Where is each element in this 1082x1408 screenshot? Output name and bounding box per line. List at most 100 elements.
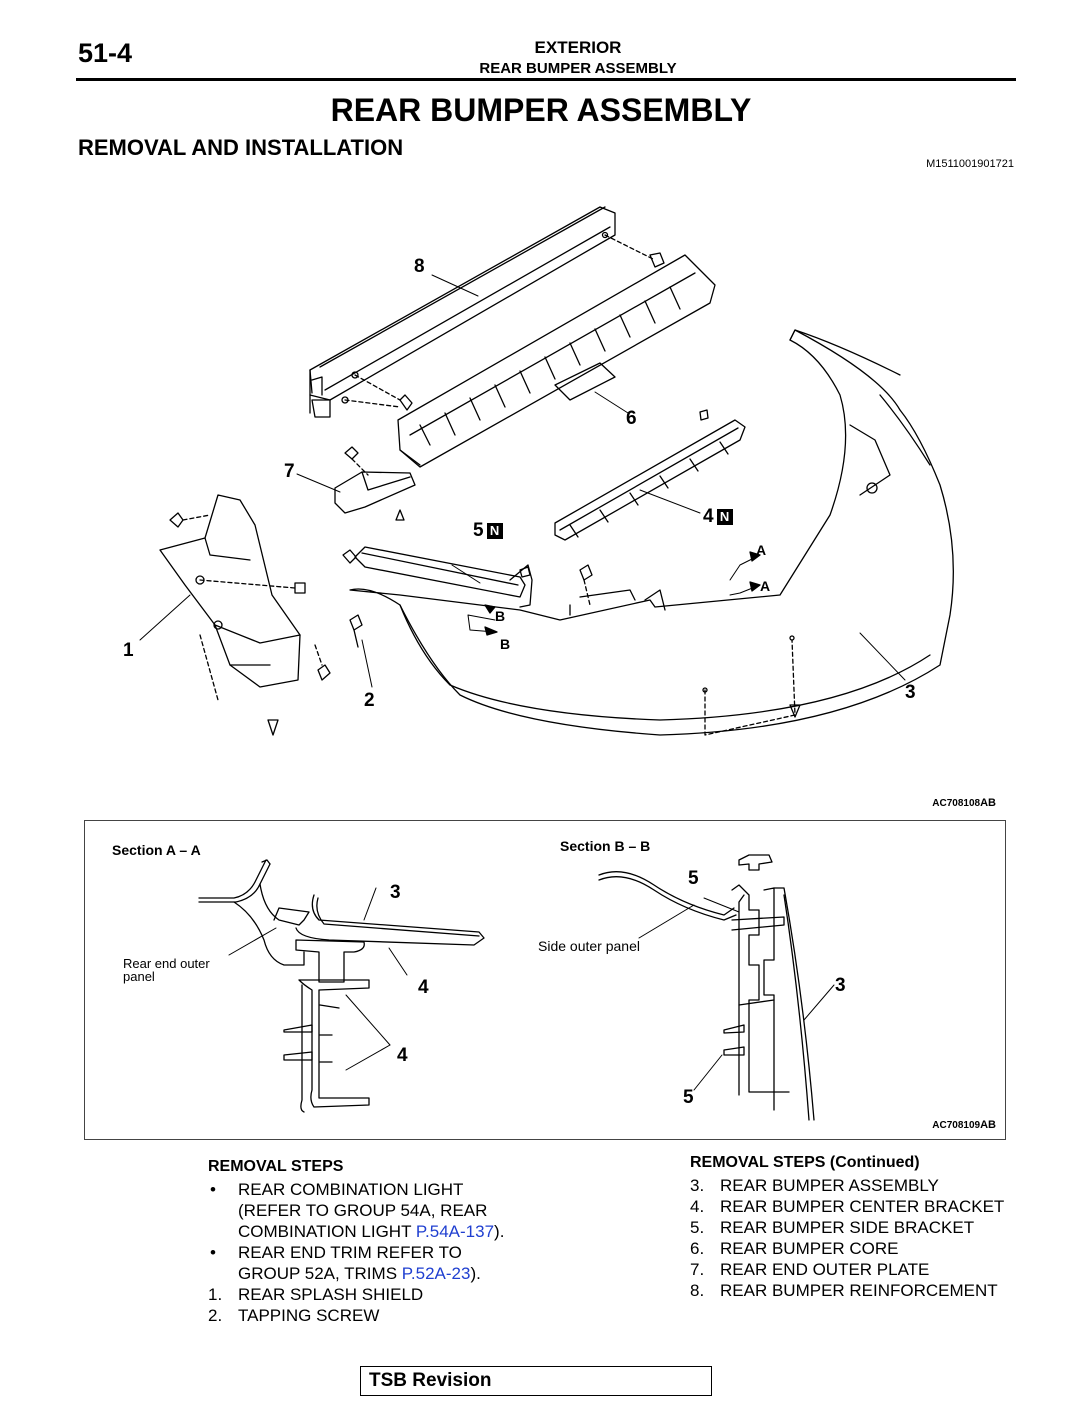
callout-3: 3 [905, 682, 916, 703]
figure2-id-main: AC708109 [932, 1120, 981, 1131]
callout-4-number: 4 [703, 506, 714, 527]
step-text: REAR END TRIM REFER TO GROUP 52A, TRIMS … [238, 1242, 481, 1284]
section-views-diagram [198, 854, 835, 1121]
center-bracket-part [554, 409, 746, 541]
section-a-callout-4-upper: 4 [418, 977, 429, 998]
section-a-callout-4-lower: 4 [397, 1045, 408, 1066]
tsb-revision-box: TSB Revision [360, 1366, 712, 1396]
section-views-box [84, 820, 1006, 1140]
callout-5-number: 5 [473, 520, 484, 541]
figure1-id-main: AC708108 [932, 798, 981, 809]
section-b-drawing [598, 854, 815, 1121]
reference-link[interactable]: P.52A-23 [401, 1264, 471, 1283]
section-a-callout-3: 3 [390, 882, 401, 903]
section-marker-a-upper: A [756, 542, 767, 558]
step-line: GROUP 52A, TRIMS P.52A-23). [238, 1263, 481, 1284]
step-line-tail: ). [470, 1264, 481, 1283]
callout-7: 7 [284, 461, 295, 482]
section-marker-a-lower: A [760, 578, 771, 594]
header-group: EXTERIOR [534, 38, 622, 57]
callout-2: 2 [364, 690, 375, 711]
tapping-screw-part [349, 614, 363, 648]
side-bracket-part [342, 546, 533, 608]
rear-end-outer-panel-line2: panel [123, 969, 155, 984]
removal-step-item: 3. REAR BUMPER ASSEMBLY [690, 1175, 1050, 1196]
step-text: REAR BUMPER CENTER BRACKET [720, 1197, 1005, 1216]
step-marker: 1. [208, 1285, 223, 1304]
reference-link[interactable]: P.54A-137 [415, 1222, 495, 1241]
removal-step-item: 4. REAR BUMPER CENTER BRACKET [690, 1196, 1050, 1217]
step-text: REAR SPLASH SHIELD [238, 1285, 424, 1304]
callout-8: 8 [414, 256, 425, 277]
step-line: COMBINATION LIGHT P.54A-137). [238, 1221, 504, 1242]
page-title: REAR BUMPER ASSEMBLY [330, 92, 752, 128]
figure1-id: AC708108AB [880, 797, 996, 809]
callout-1: 1 [123, 640, 134, 661]
new-part-badge: N [486, 522, 503, 539]
page-number: 51-4 [78, 38, 133, 68]
step-line: REAR COMBINATION LIGHT [238, 1180, 464, 1199]
removal-step-item: 7. REAR END OUTER PLATE [690, 1259, 1050, 1280]
side-outer-panel-label: Side outer panel [538, 938, 640, 954]
step-text: REAR BUMPER ASSEMBLY [720, 1176, 939, 1195]
step-text: REAR BUMPER SIDE BRACKET [720, 1218, 975, 1237]
step-marker: 3. [690, 1176, 705, 1195]
page-subtitle: REMOVAL AND INSTALLATION [78, 135, 404, 160]
new-part-badge: N [716, 508, 733, 525]
removal-step-item: • REAR COMBINATION LIGHT (REFER TO GROUP… [208, 1179, 548, 1242]
document-id: M1511001901721 [926, 158, 1014, 170]
step-marker: • [210, 1243, 216, 1262]
section-a-title: Section A – A [112, 842, 201, 858]
header-rule [76, 78, 1016, 81]
step-marker: 2. [208, 1306, 223, 1325]
step-text: TAPPING SCREW [238, 1306, 380, 1325]
step-marker: 7. [690, 1260, 705, 1279]
removal-steps-list: REMOVAL STEPS • REAR COMBINATION LIGHT (… [208, 1156, 548, 1326]
figure2-id: AC708109AB [880, 1119, 996, 1131]
reinforcement-part [309, 206, 665, 418]
step-line: REAR END TRIM REFER TO [238, 1243, 462, 1262]
step-line-text: COMBINATION LIGHT [238, 1222, 416, 1241]
section-marker-b-upper: B [495, 608, 506, 624]
step-line-tail: ). [494, 1222, 505, 1241]
section-b-callout-5-lower: 5 [683, 1087, 694, 1108]
exploded-view-diagram [139, 206, 954, 736]
step-line: (REFER TO GROUP 54A, REAR [238, 1201, 488, 1220]
step-marker: 5. [690, 1218, 705, 1237]
removal-step-item: 5. REAR BUMPER SIDE BRACKET [690, 1217, 1050, 1238]
section-b-title: Section B – B [560, 838, 651, 854]
section-a-drawing [198, 859, 485, 1113]
step-text: REAR BUMPER REINFORCEMENT [720, 1281, 998, 1300]
section-b-callout-3: 3 [835, 975, 846, 996]
step-text: REAR COMBINATION LIGHT (REFER TO GROUP 5… [238, 1179, 504, 1242]
step-line-text: GROUP 52A, TRIMS [238, 1264, 402, 1283]
removal-step-item: 6. REAR BUMPER CORE [690, 1238, 1050, 1259]
step-marker: 8. [690, 1281, 705, 1300]
removal-step-item: 2. TAPPING SCREW [208, 1305, 548, 1326]
removal-step-item: • REAR END TRIM REFER TO GROUP 52A, TRIM… [208, 1242, 548, 1284]
removal-steps-continued-list: REMOVAL STEPS (Continued) 3. REAR BUMPER … [690, 1152, 1050, 1301]
step-marker: 6. [690, 1239, 705, 1258]
callout-6: 6 [626, 408, 637, 429]
step-marker: • [210, 1180, 216, 1199]
step-text: REAR END OUTER PLATE [720, 1260, 930, 1279]
section-b-callout-5-upper: 5 [688, 868, 699, 889]
step-marker: 4. [690, 1197, 705, 1216]
figure2-id-suffix: AB [980, 1119, 996, 1131]
splash-shield-part [159, 494, 331, 736]
removal-step-item: 1. REAR SPLASH SHIELD [208, 1284, 548, 1305]
header-section: REAR BUMPER ASSEMBLY [479, 60, 677, 77]
figure1-id-suffix: AB [980, 797, 996, 809]
bumper-cover-part [349, 329, 954, 736]
section-marker-b-lower: B [500, 636, 511, 652]
removal-step-item: 8. REAR BUMPER REINFORCEMENT [690, 1280, 1050, 1301]
removal-steps-heading: REMOVAL STEPS [208, 1158, 344, 1175]
rear-end-outer-panel-label: Rear end outer panel [123, 957, 210, 983]
core-part [397, 254, 716, 468]
outer-plate-part [334, 446, 416, 521]
removal-steps-continued-heading: REMOVAL STEPS (Continued) [690, 1154, 920, 1171]
rear-end-outer-panel-line1: Rear end outer [123, 956, 210, 971]
step-text: REAR BUMPER CORE [720, 1239, 899, 1258]
